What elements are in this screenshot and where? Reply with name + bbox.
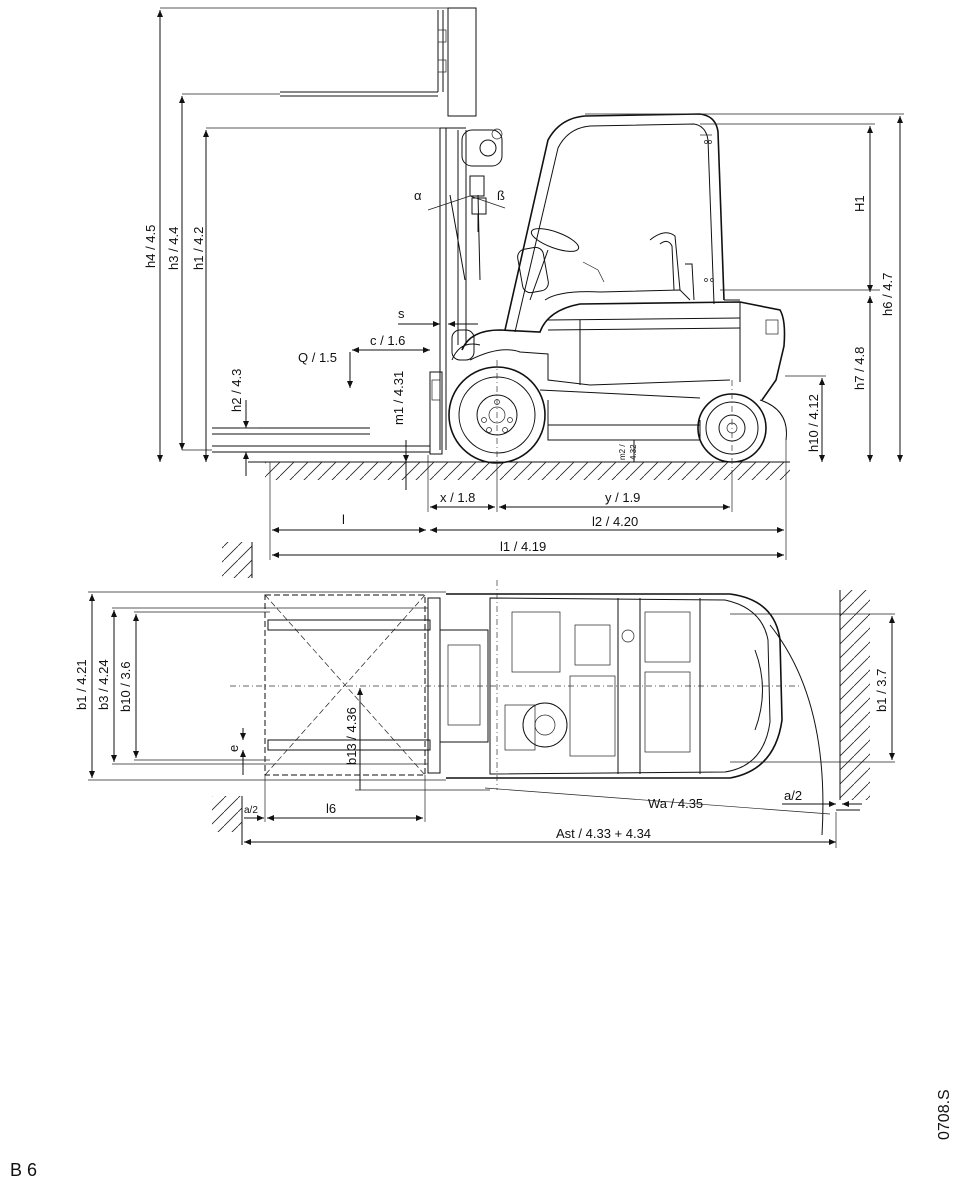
truck-body-top — [446, 593, 783, 779]
load-q: Q / 1.5 — [298, 350, 337, 365]
tilt-angles: α ß — [414, 188, 506, 281]
length-dimensions-top-view: a/2 l6 Wa / 4.35 a/2 Ast / 4.33 + 4.34 — [244, 775, 862, 848]
ground — [222, 461, 790, 578]
length-dimensions: x / 1.8 y / 1.9 l l2 / 4.20 l1 / 4.19 — [269, 440, 787, 560]
carriage-top — [427, 597, 489, 774]
height-dimensions-right: h6 / 4.7 H1 h7 / 4.8 h10 / 4.12 — [585, 113, 904, 462]
dim-h3: h3 / 4.4 — [166, 227, 181, 270]
dim-a2-right: a/2 — [784, 788, 802, 803]
overhead-guard — [504, 113, 740, 333]
mast — [429, 127, 503, 455]
dim-h1: h1 / 4.2 — [191, 227, 206, 270]
dim-H1: H1 — [852, 195, 867, 212]
dim-m2-line2: 4.32 — [629, 444, 638, 460]
side-view: h4 / 4.5 h3 / 4.4 h1 / 4.2 h2 / 4.3 m1 /… — [143, 7, 904, 578]
chassis — [451, 301, 787, 441]
width-dimensions-right: b1 / 3.7 — [730, 613, 895, 763]
load-dimensions: s c / 1.6 Q / 1.5 — [298, 306, 478, 388]
wall-left — [212, 796, 243, 845]
dim-b13: b13 / 4.36 — [344, 707, 359, 765]
dim-l: l — [342, 512, 345, 527]
dim-m1-group: m1 / 4.31 — [391, 371, 409, 490]
document-code: 0708.S — [936, 1089, 953, 1140]
dim-b1-right: b1 / 3.7 — [874, 669, 889, 712]
dim-m2-group: m2 / 4.32 — [618, 440, 638, 462]
seat-steering — [517, 228, 695, 301]
dim-h2: h2 / 4.3 — [229, 369, 244, 412]
dim-e: e — [226, 745, 241, 752]
dim-m2-line1: m2 / — [618, 444, 627, 460]
dim-h7: h7 / 4.8 — [852, 347, 867, 390]
wall-right — [836, 590, 870, 811]
lowered-forks — [212, 427, 430, 453]
dim-l1: l1 / 4.19 — [500, 539, 546, 554]
top-view: b1 / 4.21 b3 / 4.24 b10 / 3.6 e b13 / 4.… — [74, 580, 895, 848]
dim-s: s — [398, 306, 405, 321]
dim-x: x / 1.8 — [440, 490, 475, 505]
dim-l2: l2 / 4.20 — [592, 514, 638, 529]
dim-c: c / 1.6 — [370, 333, 405, 348]
dim-a2-left: a/2 — [244, 805, 258, 816]
dim-b3: b3 / 4.24 — [96, 659, 111, 710]
page-tag: B 6 — [10, 1160, 38, 1180]
angle-beta: ß — [497, 188, 505, 203]
width-dimensions-left: b1 / 4.21 b3 / 4.24 b10 / 3.6 e b13 / 4.… — [74, 591, 490, 791]
height-dimensions-left: h4 / 4.5 h3 / 4.4 h1 / 4.2 h2 / 4.3 — [143, 7, 448, 476]
dim-h4: h4 / 4.5 — [143, 225, 158, 268]
angle-alpha: α — [414, 188, 422, 203]
raised-carriage — [280, 7, 477, 117]
dim-l6: l6 — [326, 801, 336, 816]
dim-b1-left: b1 / 4.21 — [74, 659, 89, 710]
dim-m1: m1 / 4.31 — [391, 371, 406, 425]
dim-b10: b10 / 3.6 — [118, 661, 133, 712]
dim-ast: Ast / 4.33 + 4.34 — [556, 826, 651, 841]
dim-wa: Wa / 4.35 — [648, 796, 703, 811]
dim-h10: h10 / 4.12 — [806, 394, 821, 452]
dim-h6: h6 / 4.7 — [880, 273, 895, 316]
dim-y: y / 1.9 — [605, 490, 640, 505]
pallet-outline — [264, 594, 431, 776]
